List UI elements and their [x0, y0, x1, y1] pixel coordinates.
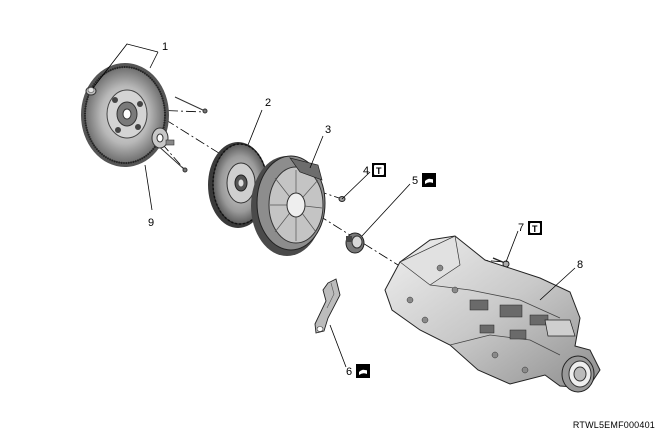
flywheel-bolt	[85, 86, 97, 96]
grease-icon	[356, 364, 370, 378]
flywheel	[81, 63, 169, 167]
torque-icon: T	[528, 221, 542, 235]
leader-lines	[92, 43, 576, 368]
transmission-housing	[384, 235, 601, 393]
callout-4: 4	[363, 165, 369, 177]
svg-text:T: T	[376, 166, 382, 176]
torque-icon: T	[372, 163, 386, 177]
figure-reference-code: RTWL5EMF000401	[572, 420, 655, 430]
callout-6: 6	[346, 366, 352, 378]
callout-1: 1	[162, 41, 168, 53]
callout-3: 3	[325, 124, 331, 136]
callout-5: 5	[412, 175, 418, 187]
release-bearing	[345, 232, 365, 254]
release-fork	[314, 278, 341, 334]
sensor-plate	[151, 127, 175, 149]
grease-icon	[422, 173, 436, 187]
pressure-plate	[251, 155, 326, 256]
callout-2: 2	[265, 97, 271, 109]
callout-8: 8	[577, 259, 583, 271]
callout-7: 7	[518, 222, 524, 234]
svg-text:T: T	[532, 224, 538, 234]
callout-9: 9	[148, 217, 154, 229]
